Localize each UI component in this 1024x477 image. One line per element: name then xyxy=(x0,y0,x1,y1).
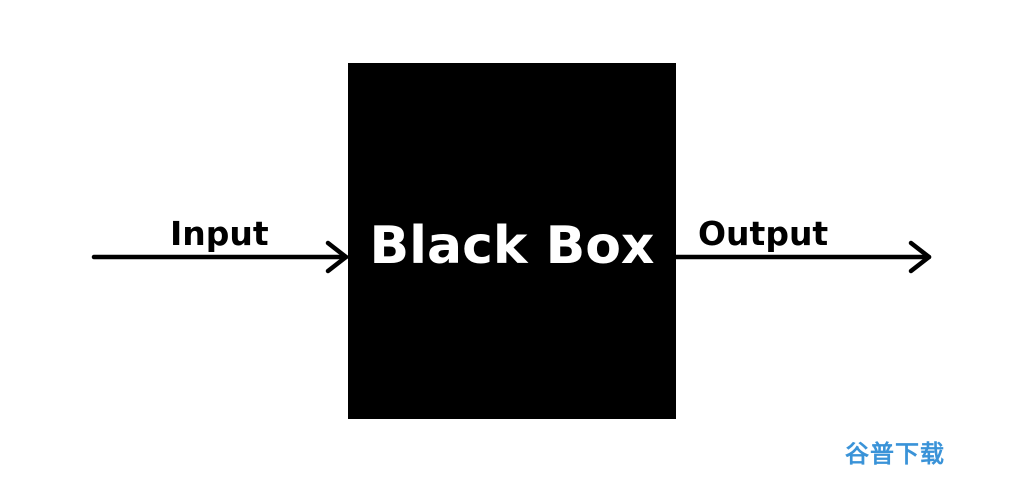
input-arrow xyxy=(91,240,349,274)
black-box-label: Black Box xyxy=(369,216,655,276)
output-arrow-head xyxy=(908,240,932,274)
output-label: Output xyxy=(698,214,829,253)
black-box: Black Box xyxy=(348,63,676,419)
input-arrow-head xyxy=(325,240,349,274)
input-label: Input xyxy=(170,214,269,253)
watermark-logo: 谷普下载 xyxy=(845,440,945,468)
output-arrow xyxy=(673,240,932,274)
